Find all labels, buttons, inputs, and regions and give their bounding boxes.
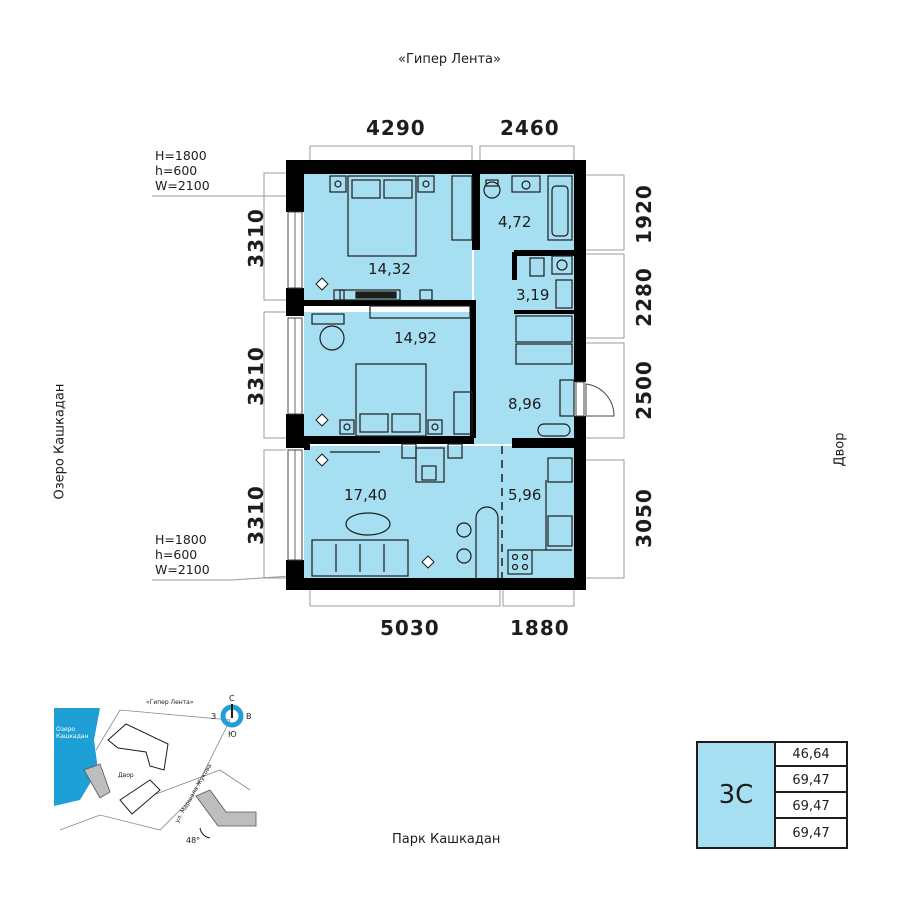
window-note-lower: H=1800 h=600 W=2100 <box>155 532 210 577</box>
legend-value: 69,47 <box>776 795 846 819</box>
dim-bottom-1: 5030 <box>380 616 440 640</box>
room-area-living: 17,40 <box>344 486 387 504</box>
dim-left-1: 3310 <box>244 208 268 268</box>
site-map-yard-label: Двор <box>118 772 134 779</box>
legend-values: 46,64 69,47 69,47 69,47 <box>698 743 846 847</box>
legend-value: 69,47 <box>776 769 846 793</box>
site-map-angle-label: 48° <box>186 836 201 845</box>
room-area-hallway: 8,96 <box>508 395 542 413</box>
window-note-upper: H=1800 h=600 W=2100 <box>155 148 210 193</box>
site-map-lake-label: Озеро Кашкадан <box>56 726 89 740</box>
dim-top-1: 4290 <box>366 116 426 140</box>
room-area-bedroom-1: 14,32 <box>368 260 411 278</box>
site-map-top-label: «Гипер Лента» <box>146 699 194 706</box>
compass-south: Ю <box>228 730 237 739</box>
dim-right-2: 2280 <box>632 267 656 327</box>
room-area-bathroom: 4,72 <box>498 213 532 231</box>
dim-left-2: 3310 <box>244 346 268 406</box>
site-map <box>54 704 257 839</box>
compass-east: В <box>246 712 252 721</box>
room-area-kitchen: 5,96 <box>508 486 542 504</box>
dim-top-2: 2460 <box>500 116 560 140</box>
room-area-bedroom-2: 14,92 <box>394 329 437 347</box>
orientation-bottom-label: Парк Кашкадан <box>392 832 501 847</box>
room-area-wc: 3,19 <box>516 286 550 304</box>
apartment-legend: 3С 46,64 69,47 69,47 69,47 <box>696 741 848 849</box>
dim-right-4: 3050 <box>632 488 656 548</box>
compass-west: З <box>211 712 217 721</box>
legend-value: 46,64 <box>776 743 846 767</box>
legend-value: 69,47 <box>792 825 830 841</box>
dim-bottom-2: 1880 <box>510 616 570 640</box>
dim-right-3: 2500 <box>632 360 656 420</box>
apartment-type: 3С <box>698 743 776 847</box>
dim-right-1: 1920 <box>632 184 656 244</box>
compass-north: С <box>229 694 235 703</box>
dim-left-3: 3310 <box>244 485 268 545</box>
orientation-top-label: «Гипер Лента» <box>398 52 501 67</box>
